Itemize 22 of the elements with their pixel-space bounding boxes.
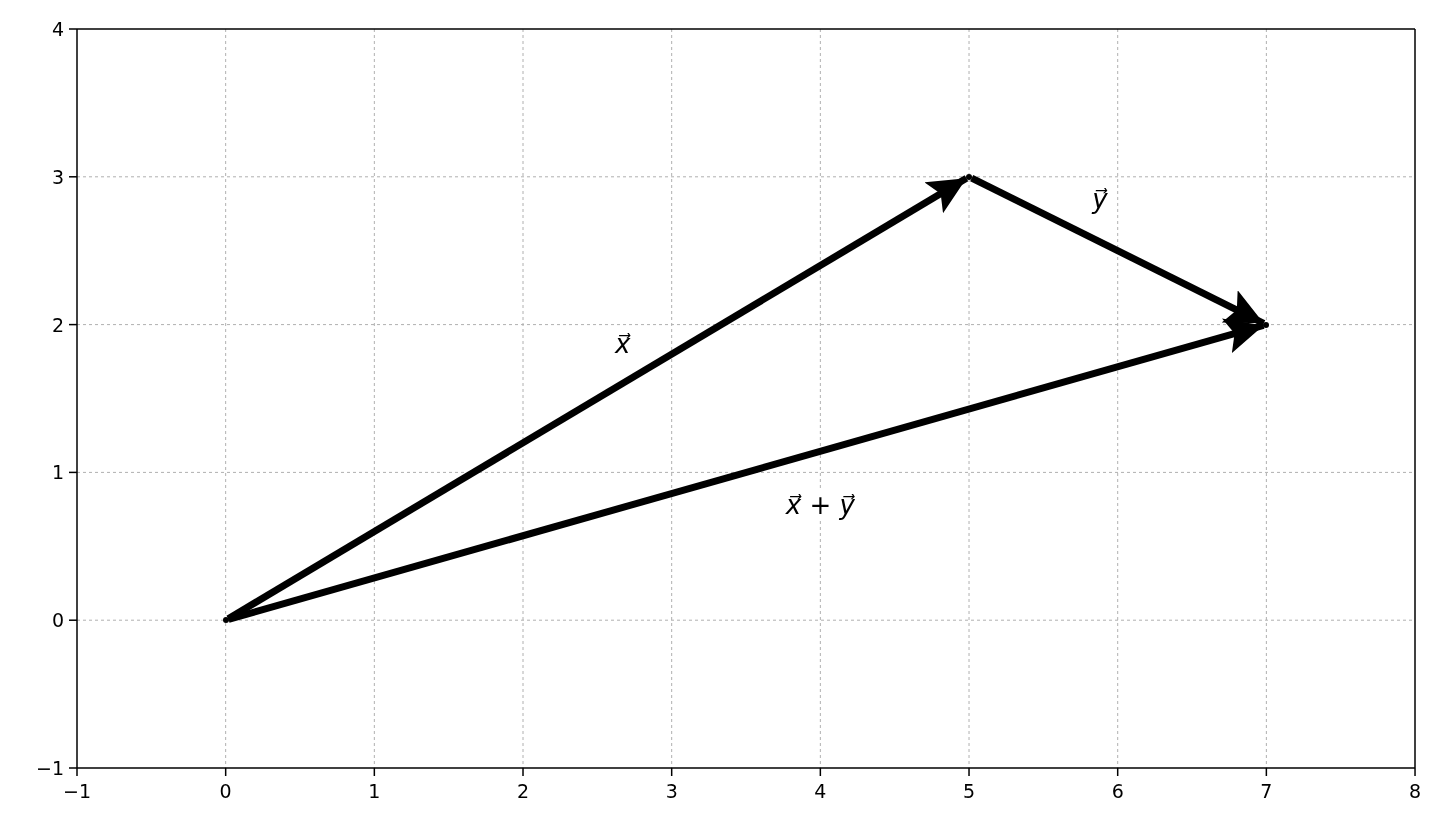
vector-arrow (227, 318, 1265, 623)
tick-label: −1 (63, 780, 91, 802)
tick-label: 2 (51, 313, 64, 336)
tick-label: 4 (814, 780, 827, 802)
tick-label: 6 (1111, 780, 1124, 802)
tick-label: 4 (51, 18, 64, 40)
tick-label: 0 (51, 609, 64, 632)
vector-point (966, 173, 972, 180)
tick-label: 3 (665, 780, 678, 802)
vector-point (222, 617, 229, 624)
tick-label: 3 (51, 165, 64, 188)
tick-label: −1 (36, 757, 64, 779)
tick-label: 0 (219, 780, 232, 802)
vector-point (1263, 321, 1270, 328)
tick-label: 1 (368, 780, 381, 802)
tick-label: 2 (516, 780, 530, 802)
tick-label: 1 (51, 461, 64, 484)
tick-label: 5 (962, 780, 976, 802)
vector-arrow (970, 175, 1266, 327)
tick-label: 8 (1408, 780, 1422, 802)
tick-label: 7 (1260, 780, 1273, 802)
edge-label: x⃗ + y⃗ (785, 490, 855, 520)
